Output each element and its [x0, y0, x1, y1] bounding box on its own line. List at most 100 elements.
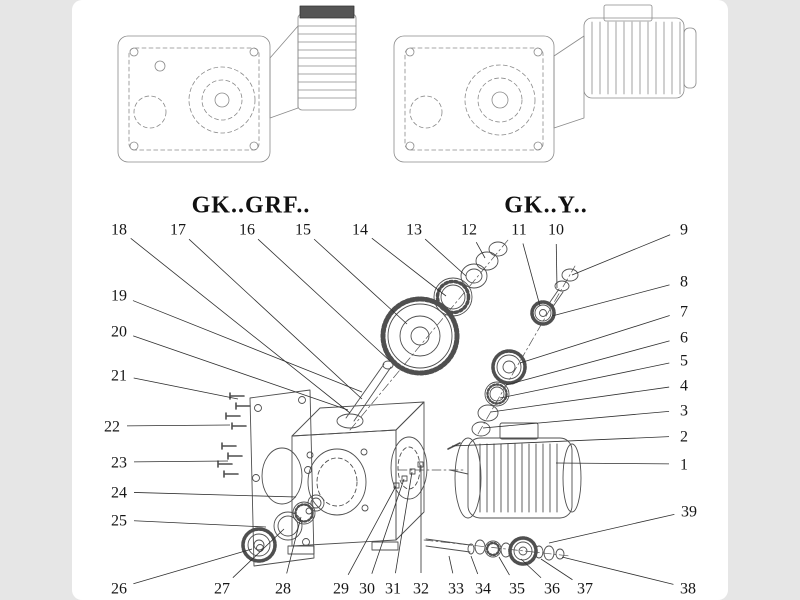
part-number-31: 31 [385, 581, 401, 598]
leader-line-35 [498, 556, 510, 576]
part-number-15: 15 [295, 222, 311, 239]
leader-line-22 [126, 424, 231, 427]
part-number-9: 9 [680, 222, 688, 239]
gearbox-y-drawing [393, 4, 697, 163]
mounting-flange [249, 389, 315, 567]
leader-line-23 [133, 460, 229, 463]
leader-line-25 [133, 520, 267, 528]
output-gear [508, 536, 538, 566]
leader-line-24 [133, 492, 297, 498]
part-number-39: 39 [681, 504, 697, 521]
part-number-35: 35 [509, 581, 525, 598]
leader-line-20 [133, 335, 349, 411]
leader-line-28 [286, 516, 302, 574]
part-number-19: 19 [111, 288, 127, 305]
terminal-box [603, 4, 653, 22]
leader-line-9 [571, 234, 671, 276]
leader-line-36 [520, 558, 542, 579]
part-number-20: 20 [111, 324, 127, 341]
motor-body-exploded [467, 437, 573, 519]
leader-line-14 [371, 237, 447, 297]
leader-line-34 [470, 555, 479, 575]
part-number-5: 5 [680, 353, 688, 370]
leader-line-11 [522, 243, 541, 307]
leader-line-6 [505, 340, 670, 386]
part-number-37: 37 [577, 581, 593, 598]
output-shaft [425, 538, 471, 553]
housing-front [291, 429, 397, 547]
input-shaft [345, 363, 392, 422]
part-number-14: 14 [352, 222, 368, 239]
leader-line-7 [519, 315, 670, 364]
shaft-cover-cap [299, 5, 355, 19]
leader-line-29 [347, 485, 397, 575]
leader-lines [126, 234, 675, 585]
ball-bearing [433, 277, 473, 317]
gearbox-grf-drawing [117, 5, 357, 163]
motor-shaft [449, 469, 469, 475]
motor-fins-exploded [479, 443, 558, 513]
part-number-21: 21 [111, 368, 127, 385]
leader-line-15 [313, 238, 408, 325]
part-number-3: 3 [680, 403, 688, 420]
leader-line-31 [395, 471, 413, 574]
part-number-25: 25 [111, 513, 127, 530]
leader-line-18 [130, 238, 351, 414]
part-number-7: 7 [680, 304, 688, 321]
leader-line-27 [232, 528, 285, 578]
leader-line-16 [257, 238, 391, 362]
housing-top [291, 401, 425, 437]
part-number-16: 16 [239, 222, 255, 239]
part-number-2: 2 [680, 429, 688, 446]
part-number-18: 18 [111, 222, 127, 239]
part-number-13: 13 [406, 222, 422, 239]
part-number-24: 24 [111, 485, 127, 502]
leader-line-5 [499, 362, 670, 399]
leader-line-38 [561, 556, 674, 585]
cooling-fins [297, 25, 357, 99]
leader-line-17 [188, 238, 363, 400]
leader-line-39 [548, 513, 675, 544]
leader-line-4 [490, 386, 670, 413]
part-number-30: 30 [359, 581, 375, 598]
leader-line-30 [371, 478, 405, 574]
part-number-38: 38 [680, 581, 696, 598]
leader-line-1 [555, 462, 670, 465]
input-boss [336, 413, 364, 429]
leader-line-2 [451, 436, 670, 447]
part-number-6: 6 [680, 330, 688, 347]
part-number-11: 11 [511, 222, 526, 239]
model-label-gk-y: GK..Y.. [504, 192, 588, 219]
motor-fins [591, 21, 681, 95]
leader-line-8 [551, 284, 670, 317]
leader-line-13 [424, 238, 467, 277]
part-number-1: 1 [680, 457, 688, 474]
part-number-10: 10 [548, 222, 564, 239]
part-number-22: 22 [104, 419, 120, 436]
pinion-gear [530, 300, 556, 326]
motor-flange [454, 437, 482, 519]
part-number-12: 12 [461, 222, 477, 239]
leader-line-12 [475, 241, 486, 259]
part-number-36: 36 [544, 581, 560, 598]
model-label-gk-grf: GK..GRF.. [191, 192, 311, 219]
part-number-23: 23 [111, 455, 127, 472]
part-number-32: 32 [413, 581, 429, 598]
motor-body [583, 17, 685, 99]
intermediate-gear [491, 349, 527, 385]
part-number-29: 29 [333, 581, 349, 598]
leader-line-19 [132, 300, 363, 393]
part-number-28: 28 [275, 581, 291, 598]
motor-end-cap [683, 27, 697, 89]
snap-ring [475, 251, 499, 271]
small-bearing [484, 381, 510, 407]
part-number-26: 26 [111, 581, 127, 598]
part-number-33: 33 [448, 581, 464, 598]
exploded-view-drawing [217, 239, 582, 567]
seal-ring [488, 241, 508, 257]
large-gear [380, 296, 460, 376]
motor-flange-bore [390, 436, 428, 500]
